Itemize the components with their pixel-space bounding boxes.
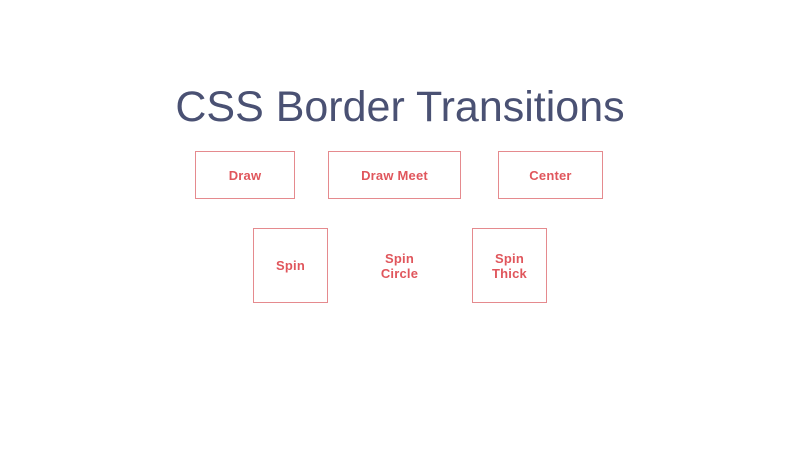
demo-box-spin-thick-label-line-1: Spin [495, 250, 524, 266]
demo-box-spin[interactable]: Spin [253, 228, 328, 303]
demo-box-draw-meet-label: Draw Meet [361, 167, 428, 183]
demo-box-draw-label: Draw [228, 167, 262, 183]
demo-box-center[interactable]: Center [498, 151, 603, 199]
demo-box-draw-meet[interactable]: Draw Meet [328, 151, 461, 199]
demo-box-spin-circle-label-line-2: Circle [380, 265, 419, 281]
demo-box-spin-thick-label-line-2: Thick [492, 265, 527, 281]
demo-box-spin-label: Spin [276, 258, 305, 273]
demo-box-spin-circle-label-line-1: Spin [385, 250, 414, 266]
demo-box-center-label: Center [529, 167, 572, 183]
demo-box-draw[interactable]: Draw [195, 151, 295, 199]
page-title: CSS Border Transitions [175, 82, 625, 131]
